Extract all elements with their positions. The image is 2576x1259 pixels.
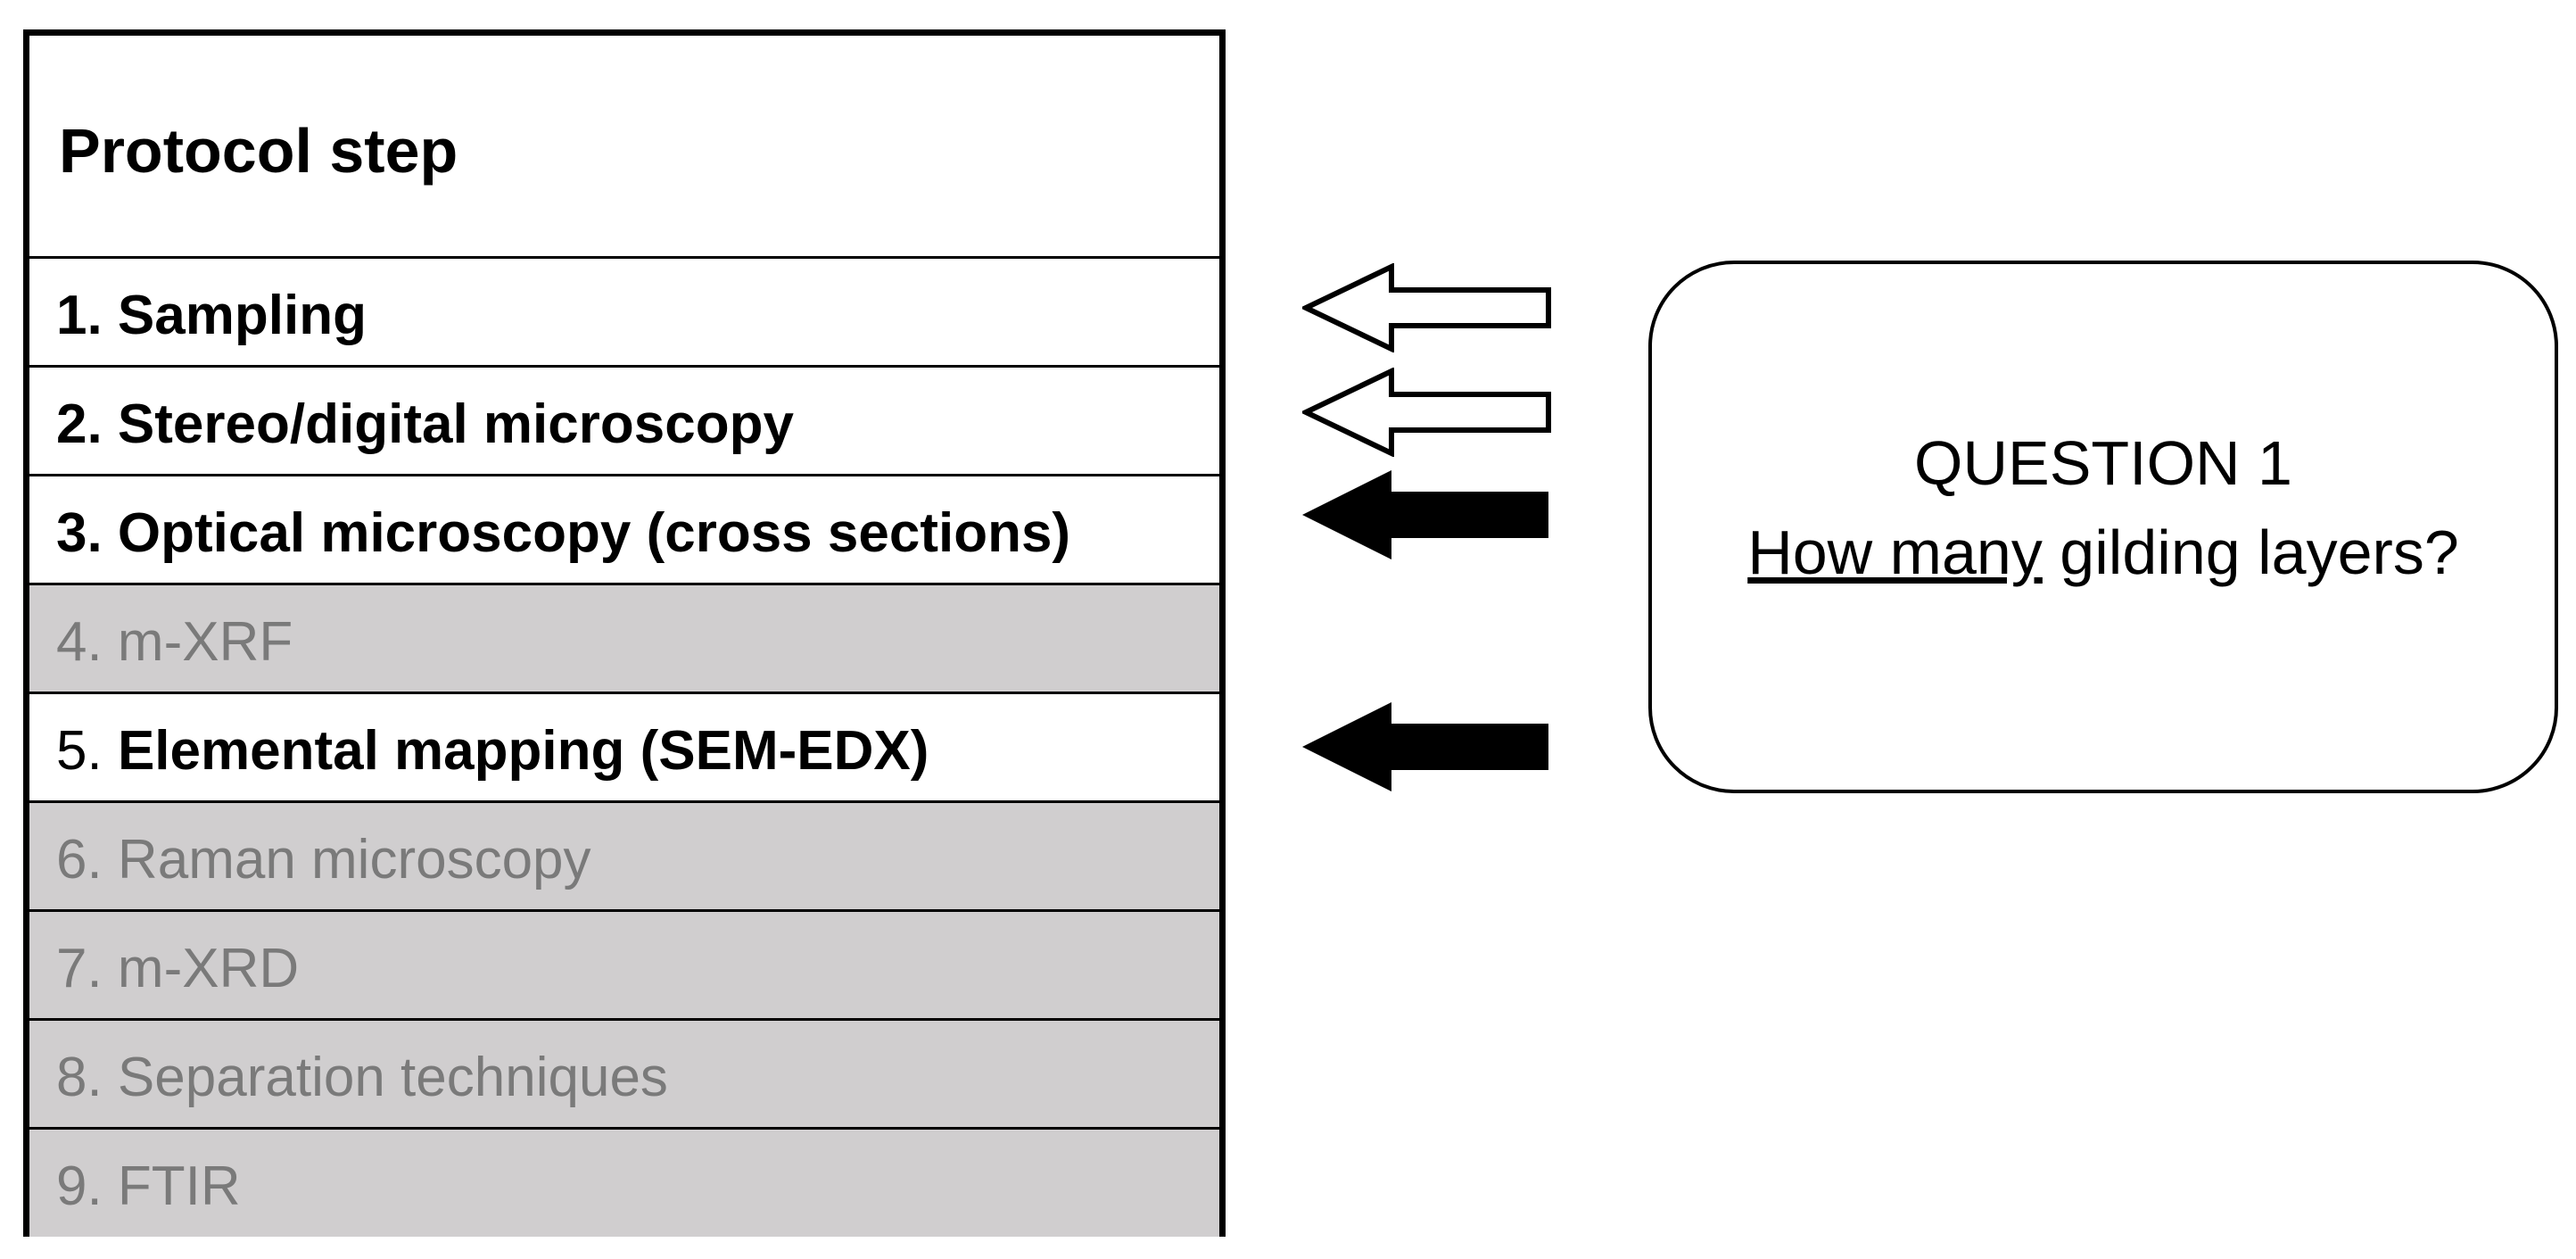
- question-rest: gilding layers?: [2042, 518, 2459, 587]
- question-text: How many gilding layers?: [1652, 521, 2555, 584]
- protocol-step-8: 8. Separation techniques: [29, 1021, 1219, 1130]
- filled-arrow-left-icon: [1302, 702, 1548, 791]
- question-box: QUESTION 1 How many gilding layers?: [1648, 261, 2558, 793]
- step-label: 1. Sampling: [56, 285, 367, 346]
- protocol-step-7: 7. m-XRD: [29, 912, 1219, 1021]
- step-label: 3. Optical microscopy (cross sections): [56, 502, 1071, 564]
- protocol-step-5: 5. Elemental mapping (SEM-EDX): [29, 694, 1219, 803]
- step-label: 9. FTIR: [56, 1155, 241, 1217]
- protocol-step-4: 4. m-XRF: [29, 585, 1219, 694]
- step-label: 7. m-XRD: [56, 938, 300, 999]
- step-label: Elemental mapping (SEM-EDX): [117, 720, 929, 782]
- step-label: 6. Raman microscopy: [56, 829, 591, 890]
- table-header-label: Protocol step: [59, 116, 458, 186]
- step-label: 8. Separation techniques: [56, 1047, 668, 1108]
- protocol-step-9: 9. FTIR: [29, 1130, 1219, 1237]
- step-label: 4. m-XRF: [56, 611, 293, 673]
- outline-arrow-left-icon: [1302, 368, 1551, 457]
- table-header: Protocol step: [29, 36, 1219, 259]
- step-label: 2. Stereo/digital microscopy: [56, 393, 794, 455]
- filled-arrow-left-icon: [1302, 470, 1548, 559]
- protocol-step-6: 6. Raman microscopy: [29, 803, 1219, 912]
- protocol-step-2: 2. Stereo/digital microscopy: [29, 368, 1219, 476]
- protocol-step-3: 3. Optical microscopy (cross sections): [29, 476, 1219, 585]
- protocol-step-1: 1. Sampling: [29, 259, 1219, 368]
- outline-arrow-left-icon: [1302, 263, 1551, 352]
- question-emphasis: How many: [1747, 518, 2043, 587]
- protocol-table: Protocol step 1. Sampling 2. Stereo/digi…: [23, 29, 1226, 1237]
- step-number: 5.: [56, 720, 118, 782]
- question-title: QUESTION 1: [1914, 428, 2292, 498]
- step-label-wrap: 5. Elemental mapping (SEM-EDX): [56, 724, 929, 779]
